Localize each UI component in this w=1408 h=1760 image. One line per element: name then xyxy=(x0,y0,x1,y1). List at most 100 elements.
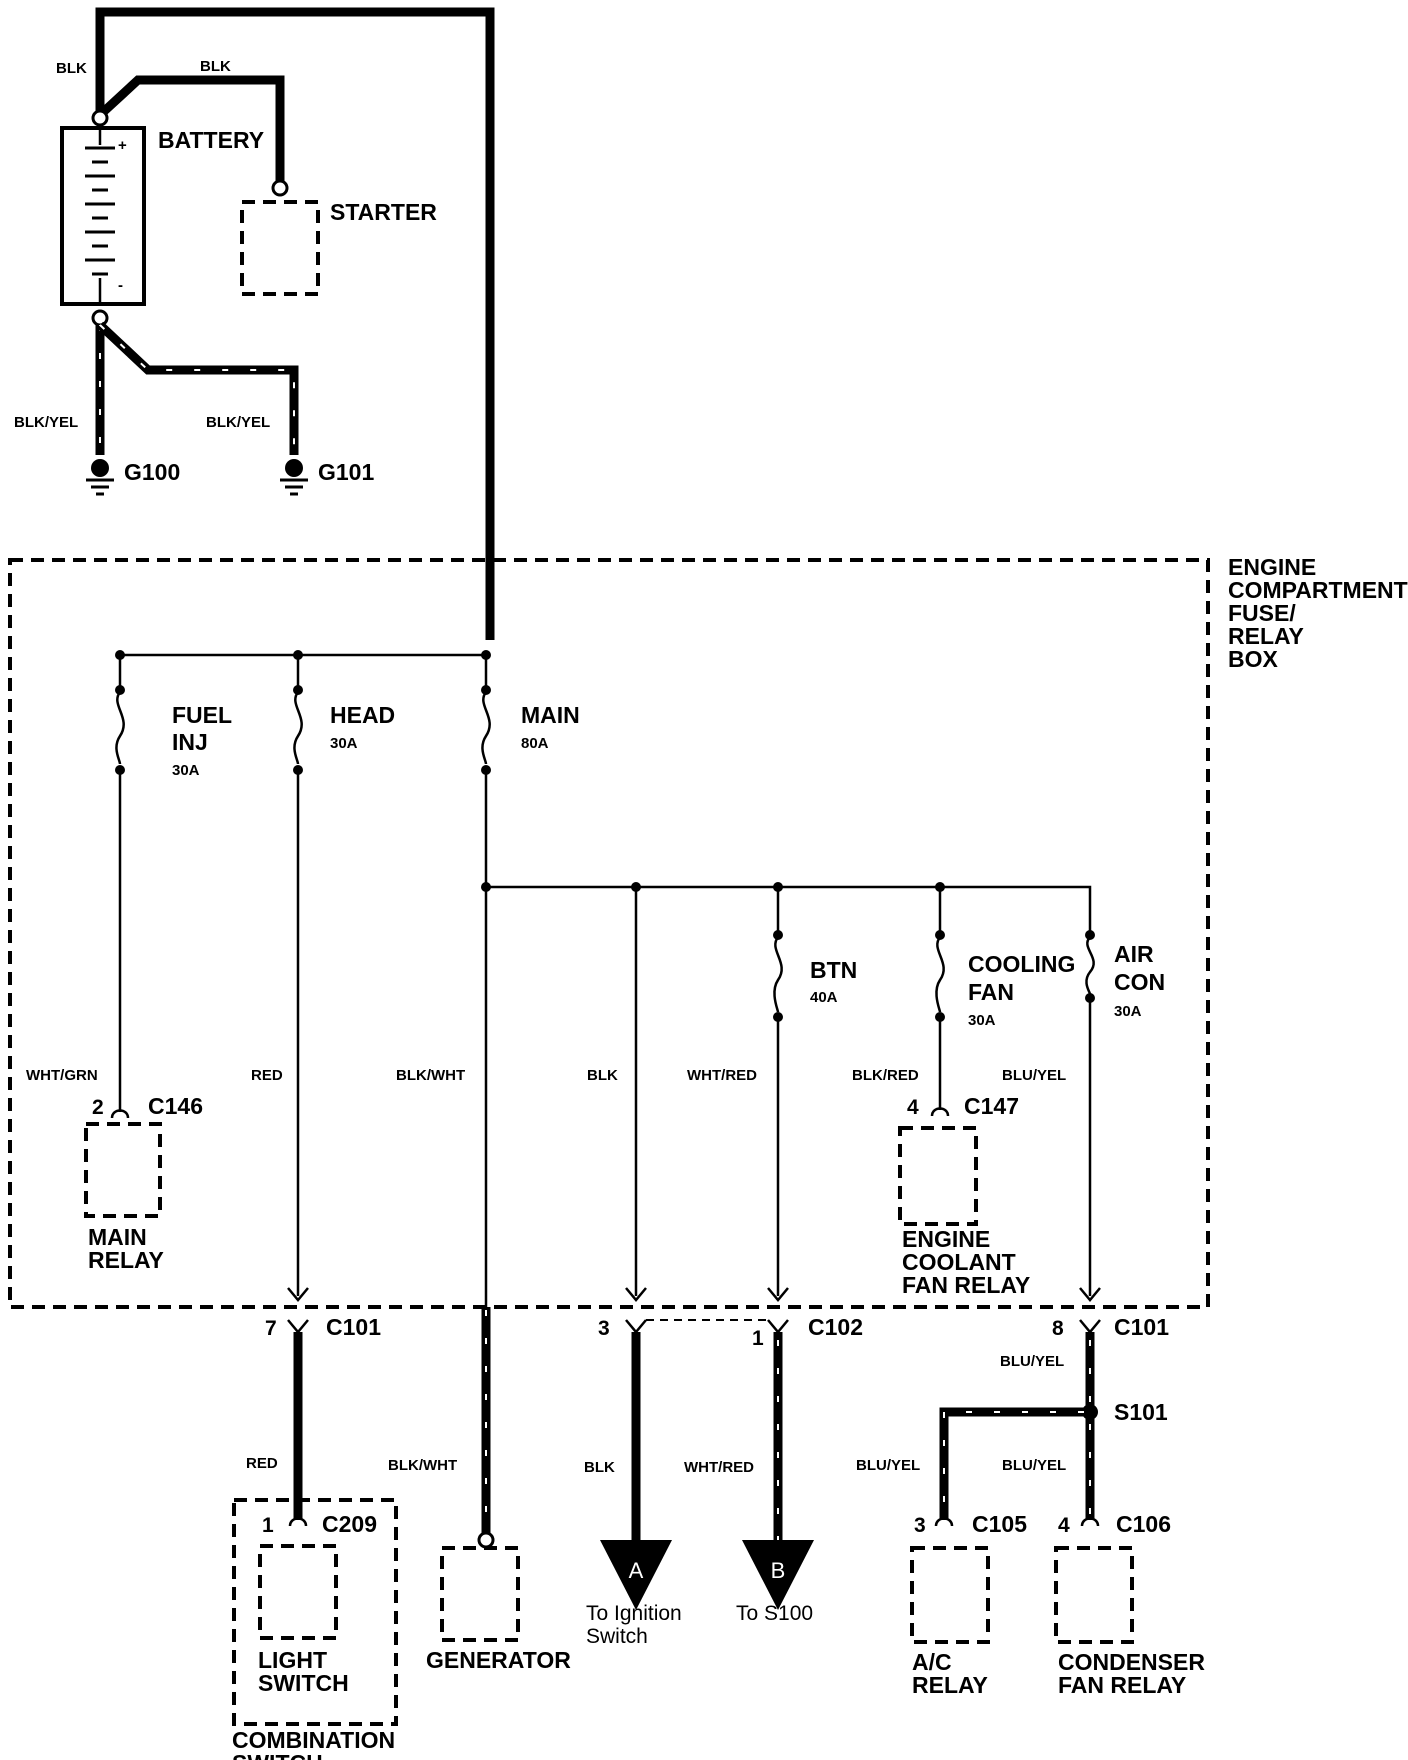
wire-label-blk-3: BLK xyxy=(587,1067,618,1084)
battery-plus: + xyxy=(118,137,127,154)
battery-symbol xyxy=(60,126,146,306)
coolant-relay-label-1: ENGINE xyxy=(902,1226,990,1252)
generator-label: GENERATOR xyxy=(426,1647,571,1673)
light-switch-symbol xyxy=(258,1544,338,1640)
condenser-relay-label-1: CONDENSER xyxy=(1058,1649,1205,1675)
wire-label-blu-yel-1: BLU/YEL xyxy=(1002,1067,1066,1084)
reference-a-text-1: To Ignition xyxy=(586,1602,682,1625)
ac-relay-symbol xyxy=(910,1546,990,1644)
fuse-fuel-inj-name1: FUEL xyxy=(172,702,232,728)
combination-switch-label-2: SWITCH xyxy=(232,1750,323,1760)
wire-label-blu-yel-3: BLU/YEL xyxy=(856,1457,920,1474)
condenser-fan-relay-symbol xyxy=(1054,1546,1134,1644)
ground-g100-icon xyxy=(86,459,114,496)
fuse-air-con-rating: 30A xyxy=(1114,1003,1142,1020)
wire-label-blu-yel-4: BLU/YEL xyxy=(1002,1457,1066,1474)
ground-g101-label: G101 xyxy=(318,459,374,485)
coolant-relay-label-3: FAN RELAY xyxy=(902,1272,1030,1298)
connector-c101b-pin: 8 xyxy=(1052,1317,1064,1340)
reference-b-text: To S100 xyxy=(736,1602,813,1625)
connector-c105-label: C105 xyxy=(972,1511,1027,1537)
fuse-fuel-inj-icon xyxy=(115,655,125,1112)
wire-label-blk-red: BLK/RED xyxy=(852,1067,919,1084)
connector-c147-pin: 4 xyxy=(907,1096,919,1119)
wire-label-blk-4: BLK xyxy=(584,1459,615,1476)
fuse-air-con-name2: CON xyxy=(1114,969,1165,995)
wire-label-wht-grn: WHT/GRN xyxy=(26,1067,98,1084)
wire-label-blk-2: BLK xyxy=(200,58,231,75)
splice-s101-label: S101 xyxy=(1114,1399,1168,1425)
wire-label-blk-wht-1: BLK/WHT xyxy=(396,1067,465,1084)
fuse-relay-box: ENGINE COMPARTMENT FUSE/ RELAY BOX FUEL … xyxy=(8,554,1408,1309)
fuse-main-icon xyxy=(481,655,491,1307)
battery-minus: - xyxy=(118,277,123,294)
generator-symbol xyxy=(440,1546,520,1642)
connector-c209-label: C209 xyxy=(322,1511,377,1537)
connector-c106-label: C106 xyxy=(1116,1511,1171,1537)
fuse-btn-icon xyxy=(773,887,783,1296)
lower-harness: 7 C101 RED BLK/WHT 3 1 C102 BLK WHT/RED … xyxy=(232,1307,1205,1760)
wire-label-blk-1: BLK xyxy=(56,60,87,77)
combination-switch-symbol xyxy=(232,1498,398,1726)
battery-label: BATTERY xyxy=(158,127,264,153)
fuse-btn-name: BTN xyxy=(810,957,857,983)
starter-symbol xyxy=(240,200,320,296)
fuse-main-rating: 80A xyxy=(521,735,549,752)
fuse-head-icon xyxy=(293,655,303,1296)
fuse-fuel-inj-name2: INJ xyxy=(172,729,208,755)
main-relay-symbol xyxy=(84,1122,162,1218)
connector-c101b-label: C101 xyxy=(1114,1314,1169,1340)
light-switch-label-1: LIGHT xyxy=(258,1647,327,1673)
fuse-head-rating: 30A xyxy=(330,735,358,752)
condenser-relay-label-2: FAN RELAY xyxy=(1058,1672,1186,1698)
reference-a-text-2: Switch xyxy=(586,1625,648,1648)
wire-label-red-1: RED xyxy=(251,1067,283,1084)
reference-b-letter: B xyxy=(771,1558,786,1583)
fuse-cooling-fan-name2: FAN xyxy=(968,979,1014,1005)
fuse-cooling-fan-icon xyxy=(935,887,945,1110)
connector-c146-pin: 2 xyxy=(92,1096,104,1119)
ground-g100-label: G100 xyxy=(124,459,180,485)
fuse-btn-rating: 40A xyxy=(810,989,838,1006)
wire-label-red-2: RED xyxy=(246,1455,278,1472)
wire-label-blk-yel-2: BLK/YEL xyxy=(206,414,270,431)
fuse-main-name: MAIN xyxy=(521,702,580,728)
ac-relay-label-2: RELAY xyxy=(912,1672,988,1698)
connector-c106-pin: 4 xyxy=(1058,1514,1070,1537)
fusebox-label-5: BOX xyxy=(1228,646,1279,672)
connector-c102-label: C102 xyxy=(808,1314,863,1340)
fusebox-label-2: COMPARTMENT xyxy=(1228,577,1408,603)
coolant-relay-label-2: COOLANT xyxy=(902,1249,1016,1275)
reference-b-icon xyxy=(742,1540,814,1610)
main-relay-label-2: RELAY xyxy=(88,1247,164,1273)
fuse-cooling-fan-name1: COOLING xyxy=(968,951,1075,977)
ac-relay-label-1: A/C xyxy=(912,1649,952,1675)
wire-label-wht-red-2: WHT/RED xyxy=(684,1459,754,1476)
fuse-air-con-name1: AIR xyxy=(1114,941,1154,967)
light-switch-label-2: SWITCH xyxy=(258,1670,349,1696)
fuse-cooling-fan-rating: 30A xyxy=(968,1012,996,1029)
connector-c209-pin: 1 xyxy=(262,1514,274,1537)
connector-c101a-pin: 7 xyxy=(265,1317,277,1340)
connector-c146-label: C146 xyxy=(148,1093,203,1119)
connector-c105-pin: 3 xyxy=(914,1514,926,1537)
coolant-fan-relay-symbol xyxy=(898,1126,978,1226)
combination-switch-label-1: COMBINATION xyxy=(232,1727,395,1753)
wire-label-blu-yel-2: BLU/YEL xyxy=(1000,1353,1064,1370)
fusebox-label-3: FUSE/ xyxy=(1228,600,1296,626)
wire-label-blk-yel-1: BLK/YEL xyxy=(14,414,78,431)
connector-c101a-label: C101 xyxy=(326,1314,381,1340)
fusebox-label-1: ENGINE xyxy=(1228,554,1316,580)
connector-c102-pin-a: 3 xyxy=(598,1317,610,1340)
wire-label-blk-wht-2: BLK/WHT xyxy=(388,1457,457,1474)
fuse-fuel-inj-rating: 30A xyxy=(172,762,200,779)
ground-g101-icon xyxy=(280,459,308,496)
battery-section: + - BLK BLK BATTERY STARTER BLK/YEL BLK/… xyxy=(14,7,495,640)
wire-label-wht-red-1: WHT/RED xyxy=(687,1067,757,1084)
fuse-head-name: HEAD xyxy=(330,702,395,728)
fusebox-label-4: RELAY xyxy=(1228,623,1304,649)
reference-a-letter: A xyxy=(629,1558,644,1583)
connector-c147-label: C147 xyxy=(964,1093,1019,1119)
fuse-air-con-icon xyxy=(1085,930,1095,1296)
